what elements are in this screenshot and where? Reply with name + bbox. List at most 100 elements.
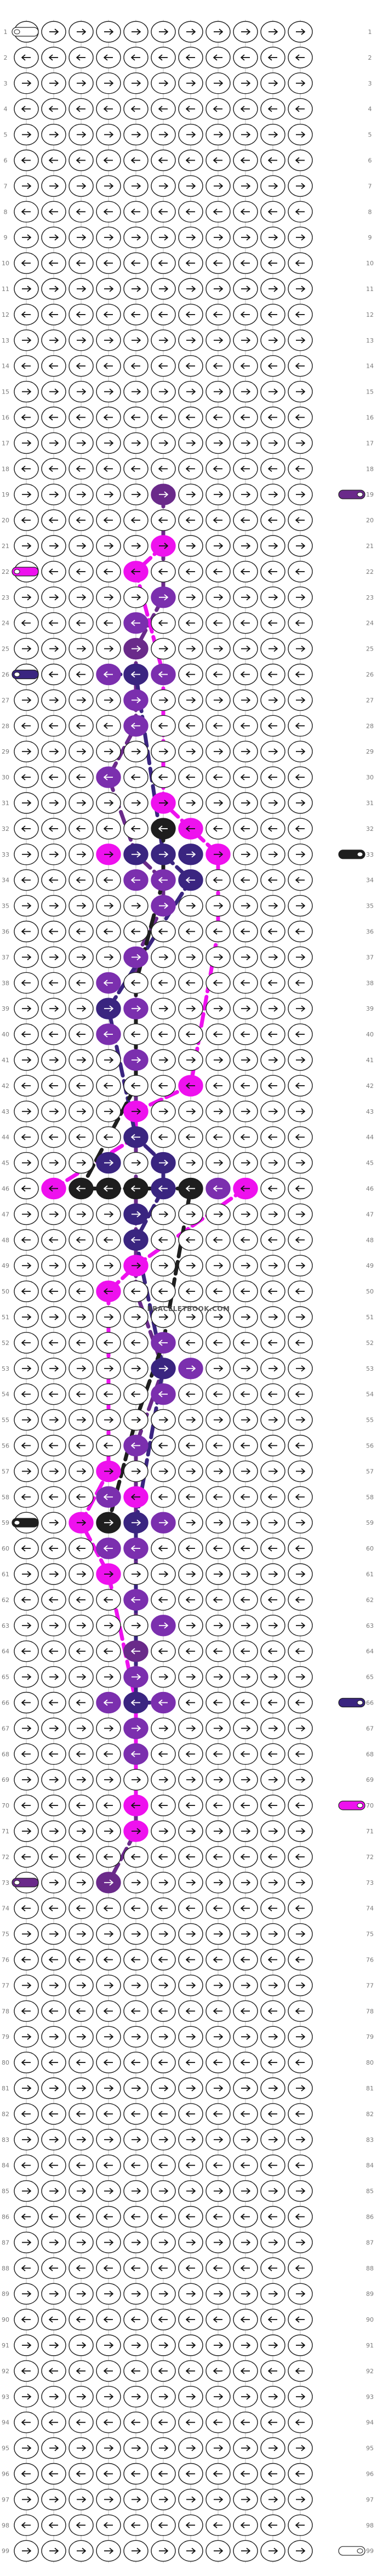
knot[interactable]: [288, 1717, 313, 1740]
knot[interactable]: [205, 1229, 231, 1251]
knot[interactable]: [96, 1615, 121, 1637]
knot[interactable]: [178, 1126, 203, 1148]
knot[interactable]: [14, 894, 39, 917]
knot-magenta[interactable]: [178, 1075, 203, 1097]
knot[interactable]: [178, 586, 203, 608]
knot[interactable]: [41, 1409, 66, 1431]
knot[interactable]: [96, 1229, 121, 1251]
knot[interactable]: [96, 1358, 121, 1380]
knot[interactable]: [14, 1255, 39, 1276]
knot-violet[interactable]: [151, 869, 176, 891]
knot[interactable]: [96, 1640, 121, 1662]
knot[interactable]: [68, 844, 94, 865]
knot[interactable]: [260, 329, 285, 351]
knot[interactable]: [96, 1255, 121, 1276]
knot[interactable]: [205, 2129, 231, 2151]
knot[interactable]: [41, 1717, 66, 1740]
knot[interactable]: [205, 2180, 231, 2202]
knot[interactable]: [178, 715, 203, 737]
knot[interactable]: [14, 844, 39, 865]
knot[interactable]: [151, 1101, 176, 1122]
knot[interactable]: [151, 1974, 176, 1997]
knot[interactable]: [205, 1794, 231, 1816]
knot[interactable]: [178, 1897, 203, 1919]
knot[interactable]: [96, 2205, 121, 2228]
knot[interactable]: [233, 1101, 258, 1122]
knot[interactable]: [233, 1126, 258, 1148]
knot[interactable]: [178, 946, 203, 968]
knot[interactable]: [41, 920, 66, 943]
knot[interactable]: [151, 123, 176, 146]
knot[interactable]: [14, 304, 39, 326]
knot[interactable]: [151, 1872, 176, 1894]
knot[interactable]: [233, 2360, 258, 2382]
knot[interactable]: [205, 1974, 231, 1997]
knot[interactable]: [14, 1589, 39, 1611]
knot[interactable]: [178, 972, 203, 994]
knot[interactable]: [178, 612, 203, 634]
knot[interactable]: [205, 1948, 231, 1971]
knot[interactable]: [288, 1794, 313, 1816]
knot[interactable]: [178, 1332, 203, 1354]
knot[interactable]: [151, 47, 176, 69]
knot[interactable]: [288, 1306, 313, 1328]
knot[interactable]: [178, 355, 203, 377]
knot[interactable]: [14, 483, 39, 505]
knot[interactable]: [151, 1434, 176, 1457]
knot[interactable]: [205, 1486, 231, 1508]
knot-magenta[interactable]: [96, 1280, 121, 1302]
knot[interactable]: [288, 1691, 313, 1714]
knot[interactable]: [151, 1255, 176, 1276]
knot[interactable]: [178, 2437, 203, 2459]
knot[interactable]: [68, 1486, 94, 1508]
knot[interactable]: [68, 1383, 94, 1405]
knot[interactable]: [41, 1640, 66, 1662]
knot[interactable]: [288, 458, 313, 480]
knot[interactable]: [233, 329, 258, 351]
knot[interactable]: [205, 98, 231, 120]
knot[interactable]: [205, 1717, 231, 1740]
knot[interactable]: [178, 304, 203, 326]
knot[interactable]: [151, 1923, 176, 1945]
knot[interactable]: [260, 844, 285, 865]
knot[interactable]: [260, 1023, 285, 1045]
knot[interactable]: [288, 1615, 313, 1637]
knot[interactable]: [205, 1049, 231, 1071]
knot[interactable]: [41, 2309, 66, 2330]
knot[interactable]: [233, 72, 258, 94]
knot[interactable]: [14, 946, 39, 968]
knot-black[interactable]: [123, 1177, 148, 1200]
knot[interactable]: [288, 689, 313, 711]
knot[interactable]: [260, 1152, 285, 1174]
knot[interactable]: [288, 201, 313, 223]
knot[interactable]: [233, 1794, 258, 1816]
knot[interactable]: [68, 509, 94, 531]
knot[interactable]: [260, 894, 285, 917]
knot[interactable]: [14, 818, 39, 840]
knot[interactable]: [41, 123, 66, 146]
knot[interactable]: [178, 2386, 203, 2408]
knot[interactable]: [233, 972, 258, 994]
knot[interactable]: [151, 2000, 176, 2022]
knot[interactable]: [41, 535, 66, 557]
knot[interactable]: [205, 1203, 231, 1226]
knot[interactable]: [123, 2488, 148, 2511]
knot[interactable]: [151, 2129, 176, 2151]
knot[interactable]: [178, 766, 203, 788]
knot[interactable]: [123, 98, 148, 120]
knot[interactable]: [151, 2412, 176, 2433]
knot[interactable]: [68, 380, 94, 403]
knot[interactable]: [288, 278, 313, 300]
knot[interactable]: [178, 740, 203, 762]
knot[interactable]: [96, 21, 121, 43]
knot[interactable]: [260, 663, 285, 686]
knot-black[interactable]: [68, 1177, 94, 1200]
knot[interactable]: [178, 1589, 203, 1611]
knot[interactable]: [96, 98, 121, 120]
knot[interactable]: [123, 2051, 148, 2073]
knot[interactable]: [260, 1177, 285, 1200]
knot[interactable]: [41, 2514, 66, 2536]
knot[interactable]: [205, 2334, 231, 2356]
knot[interactable]: [178, 2412, 203, 2433]
knot[interactable]: [178, 458, 203, 480]
